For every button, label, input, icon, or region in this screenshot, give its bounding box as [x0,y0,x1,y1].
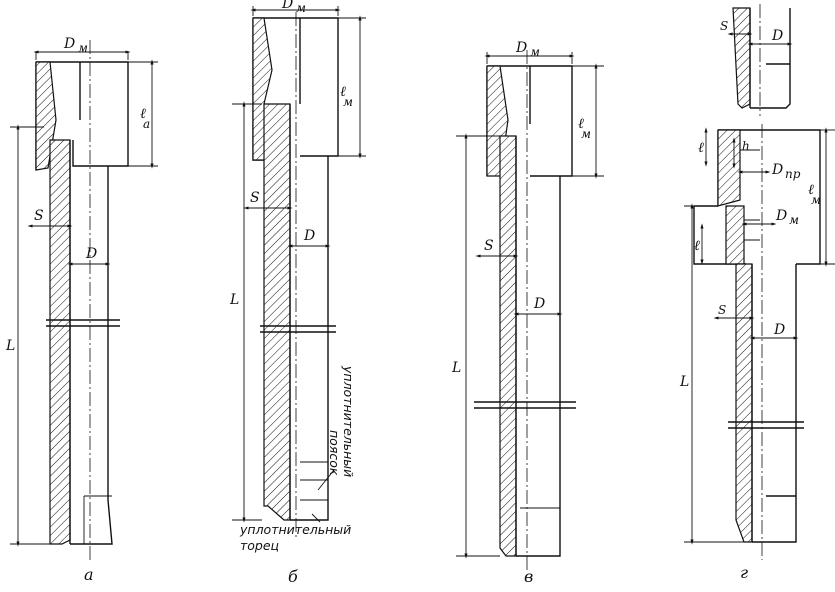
dim-lm-sub-v: м [581,127,591,141]
pipe-bore-v [515,136,561,557]
dim-dpr-g: D [771,162,783,178]
dim-lm-b: ℓ [340,84,346,100]
dim-lm-g: ℓ [808,182,814,198]
figure-b: D м ℓ м L S D уплотнительный поясок упло… [229,0,366,586]
dim-s-b: S [250,190,260,206]
dim-l-b: L [229,292,239,308]
dim-d-b: D [303,228,315,244]
note-face-1: уплотнительный [239,522,351,537]
dim-dm-v: D [515,40,527,56]
note-belt-2: поясок [327,430,342,476]
dim-dpr-sub-g: пр [785,167,801,181]
dim-dm-sub-g: м [789,213,799,227]
caption-v: в [524,567,533,586]
note-belt-1: уплотнительный [341,365,356,477]
dim-s-a: S [34,208,44,224]
note-face-2: торец [240,538,279,553]
dim-l-small-g-bottom: ℓ [694,238,700,254]
dim-l-g: L [679,374,689,390]
dim-h-g: h [742,139,750,153]
dim-d-g: D [773,322,785,338]
dim-dm-b: D [281,0,293,12]
figure-g: S D ℓ м ℓ h D пр D м ℓ L [679,4,835,582]
dim-lm-sub-g: м [811,193,821,207]
pipe-wall-a [49,139,71,545]
figure-v: D м ℓ м L S D в [451,40,604,586]
pipe-end-top-g [732,7,751,109]
dim-d-g-top: D [771,28,783,44]
pipe-bore-b [289,104,329,521]
pipe-bore-g [751,264,797,543]
pipe-wall-b [263,103,291,521]
pipe-wall-g [735,263,753,543]
dim-s-g: S [718,303,726,317]
dim-l-v: L [451,360,461,376]
pipe-end-top-bore-g [749,8,791,109]
dim-dm-sub-a: м [78,41,88,55]
dim-dm-sub-v: м [530,45,540,59]
dim-lm-sub-b: м [343,95,353,109]
dim-dm-g: D [775,208,787,224]
dim-l-a: L [5,338,15,354]
caption-g: г [740,563,748,582]
dim-dm-a: D [63,36,75,52]
dim-d-a: D [85,246,97,262]
caption-a: а [84,565,94,584]
dim-dm-sub-b: м [296,1,306,15]
dim-l-small-g-top: ℓ [698,140,704,156]
coupling-wall-g-bottom [725,205,745,265]
dim-d-v: D [533,296,545,312]
dim-la: ℓ [140,106,146,122]
dim-s-g-top: S [720,19,728,33]
figure-a: D м ℓ а L S D а [5,36,158,584]
pipe-wall-v [499,135,517,557]
dim-la-sub: а [143,117,150,131]
dim-lm-v: ℓ [578,116,584,132]
coupling-wall-g-top [717,129,741,207]
dim-s-v: S [484,238,494,254]
pipe-bore-a [69,140,113,545]
caption-b: б [288,567,298,586]
